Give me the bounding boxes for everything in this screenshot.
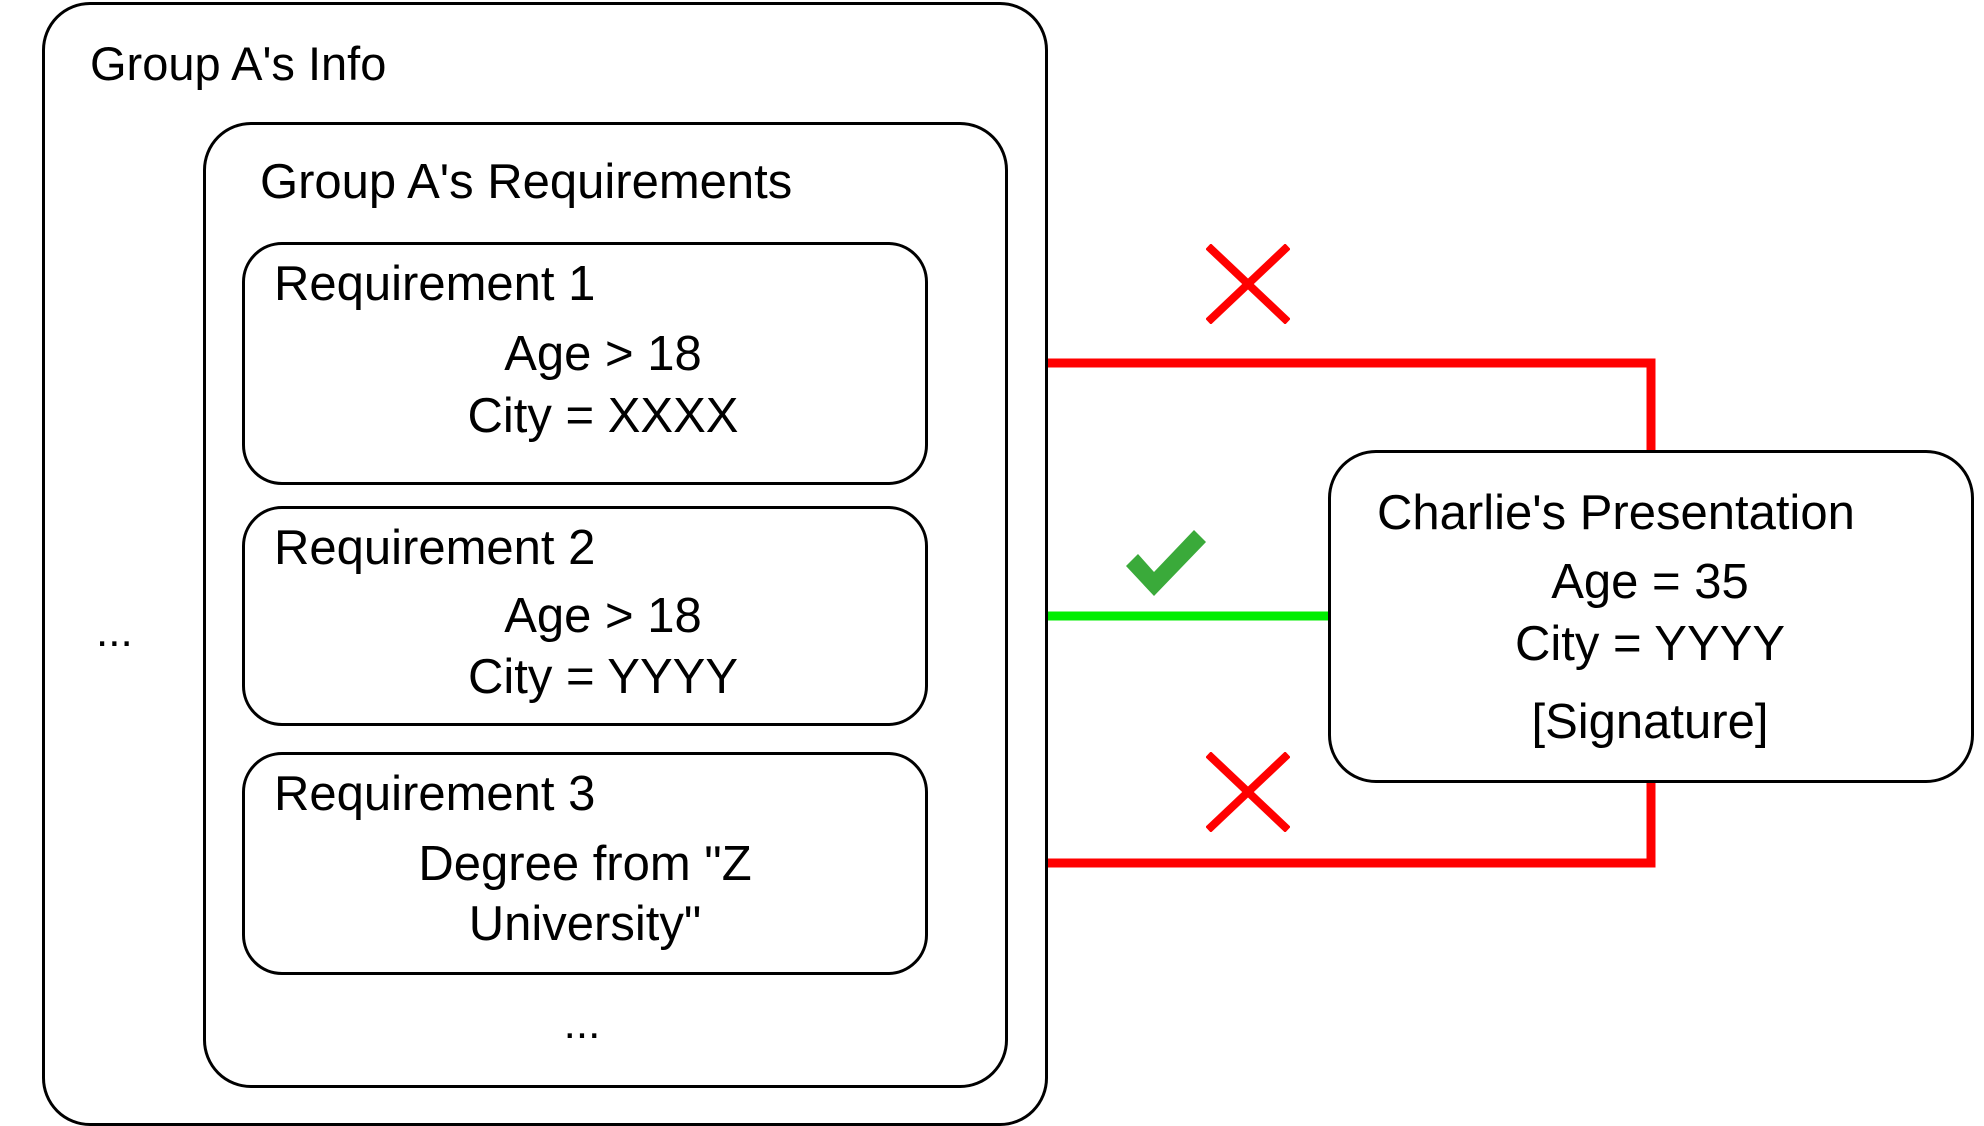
presentation-line: [Signature]: [1531, 695, 1769, 749]
presentation-box: [1328, 450, 1974, 783]
requirement-label: Requirement 1: [274, 257, 596, 311]
requirement-condition: University": [468, 897, 702, 951]
cross-icon: [1206, 244, 1290, 324]
requirement-label: Requirement 3: [274, 767, 596, 821]
presentation-line: City = YYYY: [1514, 617, 1786, 671]
requirement-box-3: [242, 752, 928, 975]
requirement-condition: Age > 18: [504, 589, 702, 643]
group-side-ellipsis: ...: [96, 607, 133, 656]
check-icon: [1126, 530, 1206, 596]
group-requirements-title: Group A's Requirements: [260, 155, 793, 209]
requirement-condition: Degree from "Z: [418, 837, 752, 891]
requirement-box-2: [242, 506, 928, 726]
requirement-condition: City = YYYY: [467, 650, 739, 704]
presentation-title: Charlie's Presentation: [1377, 486, 1855, 540]
presentation-line: Age = 35: [1551, 555, 1749, 609]
requirement-condition: Age > 18: [504, 327, 702, 381]
cross-icon: [1206, 752, 1290, 832]
requirement-condition: City = XXXX: [467, 389, 739, 443]
requirement-box-1: [242, 242, 928, 485]
requirement-label: Requirement 2: [274, 521, 596, 575]
requirements-more-ellipsis: ...: [563, 999, 601, 1048]
group-info-title: Group A's Info: [90, 37, 387, 90]
